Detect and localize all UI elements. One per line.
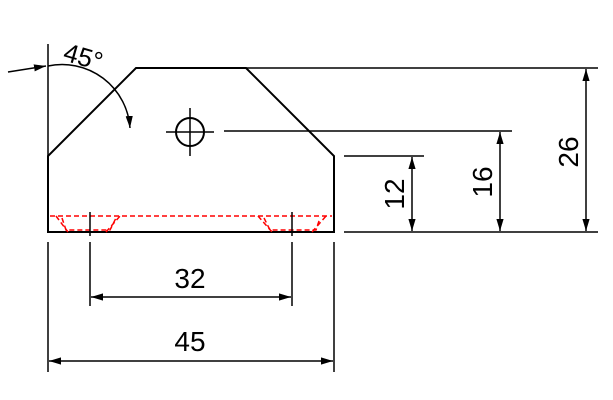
hole-symbol bbox=[166, 108, 214, 156]
dim-label-32: 32 bbox=[174, 263, 205, 294]
extension-lines-bottom bbox=[47, 242, 335, 372]
angle-label: 45° bbox=[60, 37, 106, 77]
dim-label-16: 16 bbox=[467, 166, 498, 197]
angle-dimension bbox=[7, 44, 133, 156]
extension-lines-right bbox=[224, 67, 598, 233]
dim-label-26: 26 bbox=[553, 136, 584, 167]
part-outline bbox=[47, 67, 335, 233]
vertical-dimension-lines bbox=[408, 69, 590, 231]
dim-label-12: 12 bbox=[379, 178, 410, 209]
dim-label-45: 45 bbox=[174, 326, 205, 357]
horizontal-dimension-lines bbox=[49, 293, 333, 365]
countersink-centerlines bbox=[89, 212, 293, 236]
hidden-countersinks bbox=[50, 215, 332, 233]
